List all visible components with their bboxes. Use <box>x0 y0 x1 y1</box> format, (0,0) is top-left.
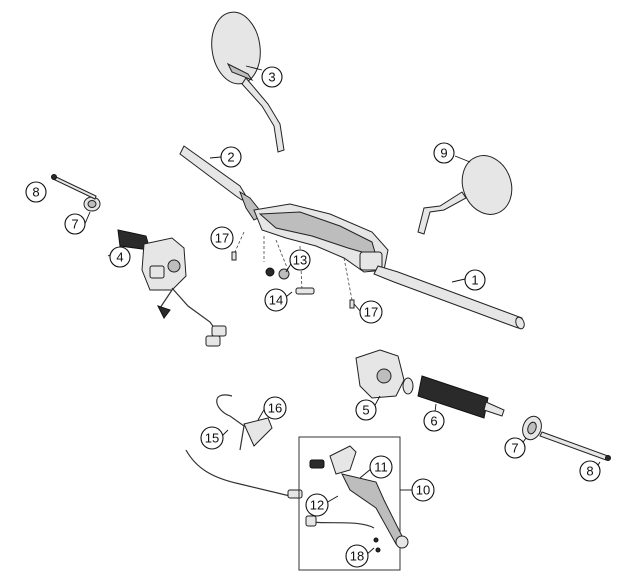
callout-17-left-label: 17 <box>215 231 229 246</box>
callout-1-label: 1 <box>471 273 478 288</box>
callout-7-left: 7 <box>64 213 86 235</box>
callout-17-right-label: 17 <box>364 305 378 320</box>
callout-6-label: 6 <box>430 414 437 429</box>
callout-16-label: 16 <box>268 401 282 416</box>
callout-13: 13 <box>289 249 311 271</box>
callout-8-right-label: 8 <box>586 464 593 479</box>
callout-8-left-label: 8 <box>32 185 39 200</box>
callout-16: 16 <box>263 396 287 420</box>
callout-2: 2 <box>220 146 242 168</box>
callout-5-label: 5 <box>362 403 369 418</box>
right-mirror <box>417 155 513 235</box>
callout-2-label: 2 <box>227 150 234 165</box>
left-mirror <box>211 11 285 153</box>
clutch-assembly-inset <box>298 436 409 571</box>
callout-5: 5 <box>355 399 377 421</box>
callout-6: 6 <box>423 410 445 432</box>
handlebar-tube <box>373 265 525 330</box>
callout-11-label: 11 <box>374 460 388 475</box>
callout-12-label: 12 <box>310 498 324 513</box>
callout-4-label: 4 <box>116 250 123 265</box>
callout-7-right-label: 7 <box>511 441 518 456</box>
callout-10-label: 10 <box>416 483 430 498</box>
callout-8-right: 8 <box>579 460 601 482</box>
callout-15-label: 15 <box>205 431 219 446</box>
callout-7-left-label: 7 <box>71 217 78 232</box>
callout-1: 1 <box>464 269 486 291</box>
callout-14: 14 <box>264 288 288 312</box>
callout-7-right: 7 <box>504 437 526 459</box>
callout-3-label: 3 <box>268 70 275 85</box>
callout-17-right: 17 <box>359 300 383 324</box>
callout-11: 11 <box>369 455 393 479</box>
callout-9-label: 9 <box>440 146 447 161</box>
callout-4: 4 <box>109 246 131 268</box>
right-bar-end <box>522 415 611 461</box>
callout-18: 18 <box>345 544 369 568</box>
callout-14-label: 14 <box>269 293 283 308</box>
callout-12: 12 <box>305 493 329 517</box>
left-bar-end <box>51 174 101 212</box>
callout-15: 15 <box>200 426 224 450</box>
callout-18-label: 18 <box>350 549 364 564</box>
callout-9: 9 <box>433 142 455 164</box>
callout-17-left: 17 <box>210 226 234 250</box>
left-switch-unit <box>117 229 227 347</box>
callout-8-left: 8 <box>25 181 47 203</box>
callout-13-label: 13 <box>293 253 307 268</box>
right-switch-unit <box>355 349 405 399</box>
callout-10: 10 <box>411 478 435 502</box>
handlebar-clamp <box>231 203 389 309</box>
right-grip <box>402 375 505 419</box>
callout-3: 3 <box>261 66 283 88</box>
